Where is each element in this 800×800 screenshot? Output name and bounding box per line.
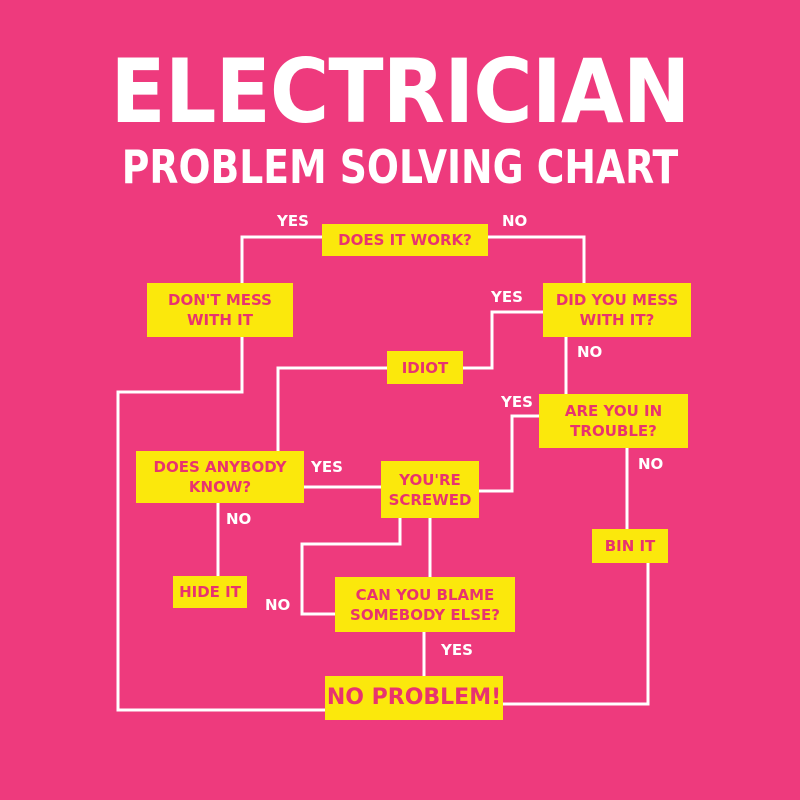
node-are-you-in-trouble: ARE YOU IN TROUBLE? xyxy=(539,394,688,448)
edge-label-trouble-no: NO xyxy=(638,455,664,473)
connector-trouble-yes xyxy=(477,414,541,493)
node-can-you-blame-somebody-else: CAN YOU BLAME SOMEBODY ELSE? xyxy=(335,577,515,632)
node-dont-mess-with-it: DON'T MESS WITH IT xyxy=(147,283,293,337)
connector-idiot-know xyxy=(276,366,389,453)
connector-work-no xyxy=(486,235,586,286)
node-no-problem: NO PROBLEM! xyxy=(325,676,503,720)
node-idiot: IDIOT xyxy=(387,351,463,384)
connector-dontmess-noproblem xyxy=(116,334,327,712)
node-does-anybody-know: DOES ANYBODY KNOW? xyxy=(136,451,304,503)
node-youre-screwed: YOU'RE SCREWED xyxy=(381,461,479,518)
edge-label-know-no: NO xyxy=(226,510,252,528)
edge-label-know-yes: YES xyxy=(311,458,343,476)
edge-label-trouble-yes: YES xyxy=(501,393,533,411)
edge-label-blame-no: NO xyxy=(265,596,291,614)
edge-label-mess-yes: YES xyxy=(491,288,523,306)
node-did-you-mess-with-it: DID YOU MESS WITH IT? xyxy=(543,283,691,337)
node-bin-it: BIN IT xyxy=(592,529,668,563)
connector-screwed-loop xyxy=(300,516,402,616)
page-title: ELECTRICIAN xyxy=(110,40,690,143)
edge-label-blame-yes: YES xyxy=(441,641,473,659)
edge-label-mess-no: NO xyxy=(577,343,603,361)
connector-work-yes xyxy=(240,235,324,286)
node-hide-it: HIDE IT xyxy=(173,576,247,608)
page-subtitle: PROBLEM SOLVING CHART xyxy=(121,140,679,194)
edge-label-work-no: NO xyxy=(502,212,528,230)
edge-label-work-yes: YES xyxy=(277,212,309,230)
connector-mess-yes xyxy=(461,310,545,370)
node-does-it-work: DOES IT WORK? xyxy=(322,224,488,256)
connector-binit-noproblem xyxy=(501,560,650,706)
